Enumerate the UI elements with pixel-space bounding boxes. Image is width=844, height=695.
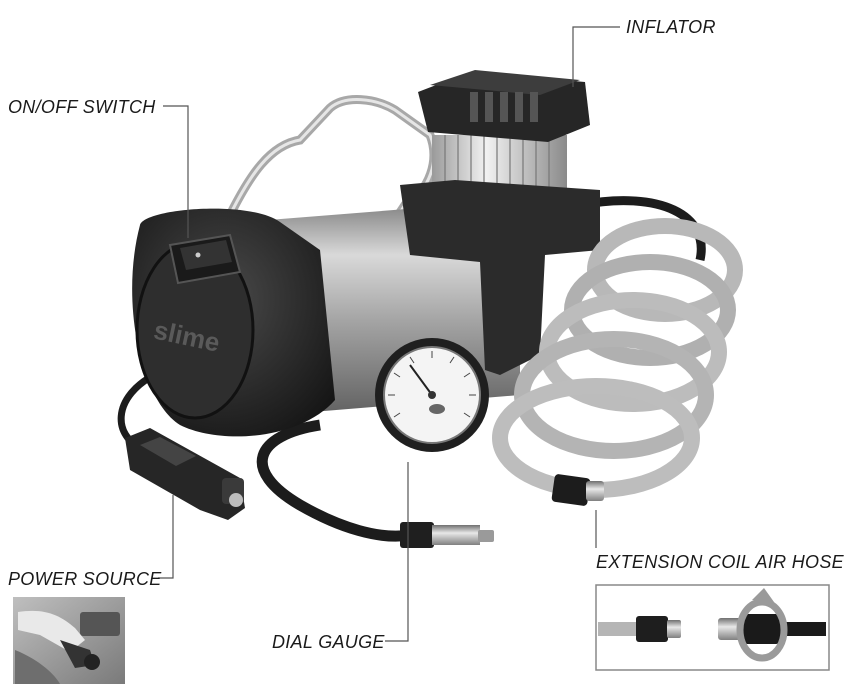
inflator-label: INFLATOR [626, 17, 716, 37]
carry-handle [225, 95, 439, 255]
gauge-needle [409, 364, 433, 396]
power-source-label: POWER SOURCE [8, 569, 162, 589]
twist-arrow-icon [736, 598, 788, 662]
dial-gauge [375, 338, 489, 452]
on-off-switch-label: ON/OFF SWITCH [8, 97, 156, 117]
front-end-cap: slime [132, 208, 335, 437]
power-plug [125, 428, 245, 520]
inflator-head [418, 70, 590, 195]
clamp-collar [400, 180, 600, 375]
extension-hose-label: EXTENSION COIL AIR HOSE [596, 552, 844, 572]
dial-gauge-label: DIAL GAUGE [272, 632, 385, 652]
power-source-inset-photo [13, 597, 125, 684]
rear-hose-loop [579, 196, 706, 261]
extension-coil-air-hose [492, 218, 743, 506]
on-off-switch[interactable] [168, 233, 242, 285]
leader-lines [158, 26, 620, 642]
extension-hose-inset [595, 584, 830, 671]
